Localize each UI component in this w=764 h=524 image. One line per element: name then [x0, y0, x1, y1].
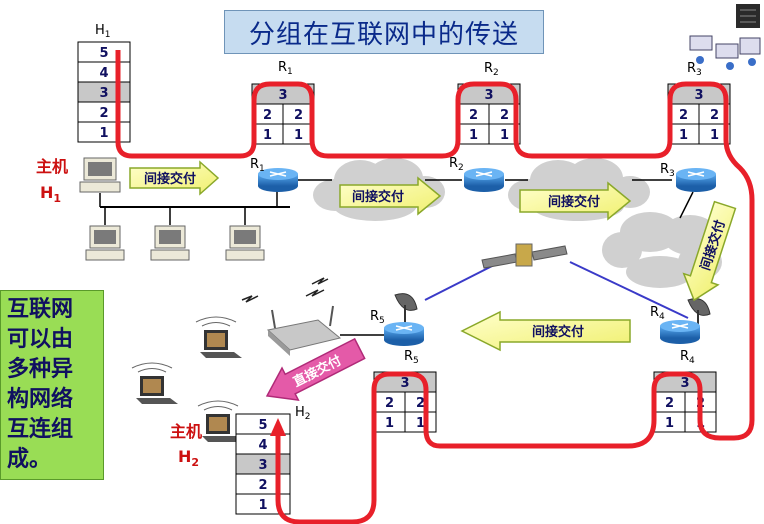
stack-layer-label: 4 — [258, 438, 267, 453]
router-r4-icon — [660, 320, 700, 344]
stack-layer-label: 1 — [258, 498, 267, 513]
protocol-stack-r1: 32 2 1 1 — [251, 83, 315, 145]
stack-cell-label: 1 — [385, 416, 394, 431]
stack-layer-label: 2 — [258, 478, 267, 493]
note-line: 可以由 — [7, 327, 74, 352]
stack-layer-label: 3 — [278, 88, 287, 103]
lan-computer-icon — [150, 225, 190, 261]
stack-cell-label: 2 — [263, 108, 272, 123]
router-r4-label: R4 — [650, 305, 665, 322]
router-r2-icon — [464, 168, 504, 192]
note-line: 构网络 — [7, 387, 74, 412]
stack-cell-label: 1 — [416, 416, 425, 431]
packet-path — [115, 50, 755, 524]
indirect-delivery-arrow: 间接交付 — [339, 176, 442, 216]
stack-layer-label: 3 — [680, 376, 689, 391]
indirect-delivery-arrow: 间接交付 — [129, 160, 220, 196]
stack-cell — [698, 123, 731, 145]
note-line: 成。 — [7, 447, 52, 472]
svg-text:间接交付: 间接交付 — [548, 194, 600, 210]
page-title: 分组在互联网中的传送 — [224, 10, 544, 54]
router-r4-label-below: R4 — [680, 349, 695, 366]
stack-layer-label: 3 — [99, 86, 108, 101]
wireless-laptop-icon — [195, 316, 242, 358]
router-r3-label: R3 — [660, 162, 675, 179]
host-h1-stack-label: H1 — [95, 23, 111, 40]
note-line: 互联网 — [7, 297, 74, 322]
router-r3-icon — [676, 168, 716, 192]
stack-cell-label: 1 — [710, 128, 719, 143]
stack-cell-label: 2 — [500, 108, 509, 123]
satellite-dish-icon — [394, 293, 418, 325]
satellite-icon — [481, 243, 568, 269]
lan-bus — [99, 190, 290, 225]
host-h2-laptop-icon — [197, 400, 244, 442]
router-links — [298, 179, 694, 336]
stack-cell-label: 2 — [665, 396, 674, 411]
stack-cell-label: 2 — [385, 396, 394, 411]
router-r5-label: R5 — [370, 309, 385, 326]
router-r1-label: R1 — [250, 157, 265, 174]
stack-cell-label: 1 — [500, 128, 509, 143]
lan-computer-icon — [85, 225, 125, 261]
stack-layer-label: 3 — [694, 88, 703, 103]
stack-layer-label: 2 — [99, 106, 108, 121]
router-r3-stack-label: R3 — [687, 61, 702, 78]
router-r5-label-below: R5 — [404, 349, 419, 366]
svg-text:间接交付: 间接交付 — [532, 324, 584, 340]
indirect-delivery-arrow: 间接交付 — [460, 310, 631, 352]
host-h1-name: H1 — [40, 183, 61, 205]
host-h2-stack-label: H2 — [295, 405, 311, 422]
stack-layer-label: 3 — [400, 376, 409, 391]
indirect-delivery-arrow: 间接交付 — [519, 181, 632, 221]
stack-cell-label: 1 — [665, 416, 674, 431]
note-line: 互连组 — [7, 417, 74, 442]
host-h2-label: 主机 — [170, 422, 202, 441]
note-line: 多种异 — [7, 357, 74, 382]
router-r1-icon — [258, 168, 298, 192]
stack-layer-label: 5 — [258, 418, 267, 433]
protocol-stack-r3: 32 2 1 1 — [667, 83, 731, 145]
stack-cell-label: 1 — [263, 128, 272, 143]
network-devices-icon — [689, 4, 761, 70]
protocol-stack-r2: 32 2 1 1 — [457, 83, 521, 145]
router-r1-stack-label: R1 — [278, 60, 293, 77]
side-note: 互联网 可以由 多种异 构网络 互连组 成。 — [0, 290, 104, 480]
stack-cell-label: 2 — [416, 396, 425, 411]
stack-cell-label: 2 — [294, 108, 303, 123]
host-h1-label: 主机 — [36, 157, 68, 176]
lan-computer-icon — [225, 225, 265, 261]
stack-cell — [488, 123, 521, 145]
stack-cell-label: 2 — [469, 108, 478, 123]
stack-cell-label: 1 — [679, 128, 688, 143]
svg-text:间接交付: 间接交付 — [352, 189, 404, 205]
stack-layer-label: 1 — [99, 126, 108, 141]
wireless-laptop-icon — [131, 362, 178, 404]
stack-layer-label: 5 — [99, 46, 108, 61]
svg-text:间接交付: 间接交付 — [144, 171, 196, 187]
stack-cell-label: 2 — [679, 108, 688, 123]
stack-cell-label: 1 — [294, 128, 303, 143]
stack-cell-label: 2 — [710, 108, 719, 123]
host-h2-name: H2 — [178, 447, 199, 469]
protocol-stack-h1: 5 4 3 2 1 — [77, 41, 131, 143]
host-h1-computer-icon — [79, 157, 121, 193]
router-r2-stack-label: R2 — [484, 61, 499, 78]
router-r5-icon — [384, 322, 424, 346]
packet-path-arrowhead — [270, 418, 286, 436]
stack-cell-label: 1 — [469, 128, 478, 143]
stack-layer-label: 3 — [258, 458, 267, 473]
stack-layer-label: 4 — [99, 66, 108, 81]
router-r2-label: R2 — [449, 156, 464, 173]
stack-layer-label: 3 — [484, 88, 493, 103]
wireless-access-point-icon — [241, 277, 342, 356]
